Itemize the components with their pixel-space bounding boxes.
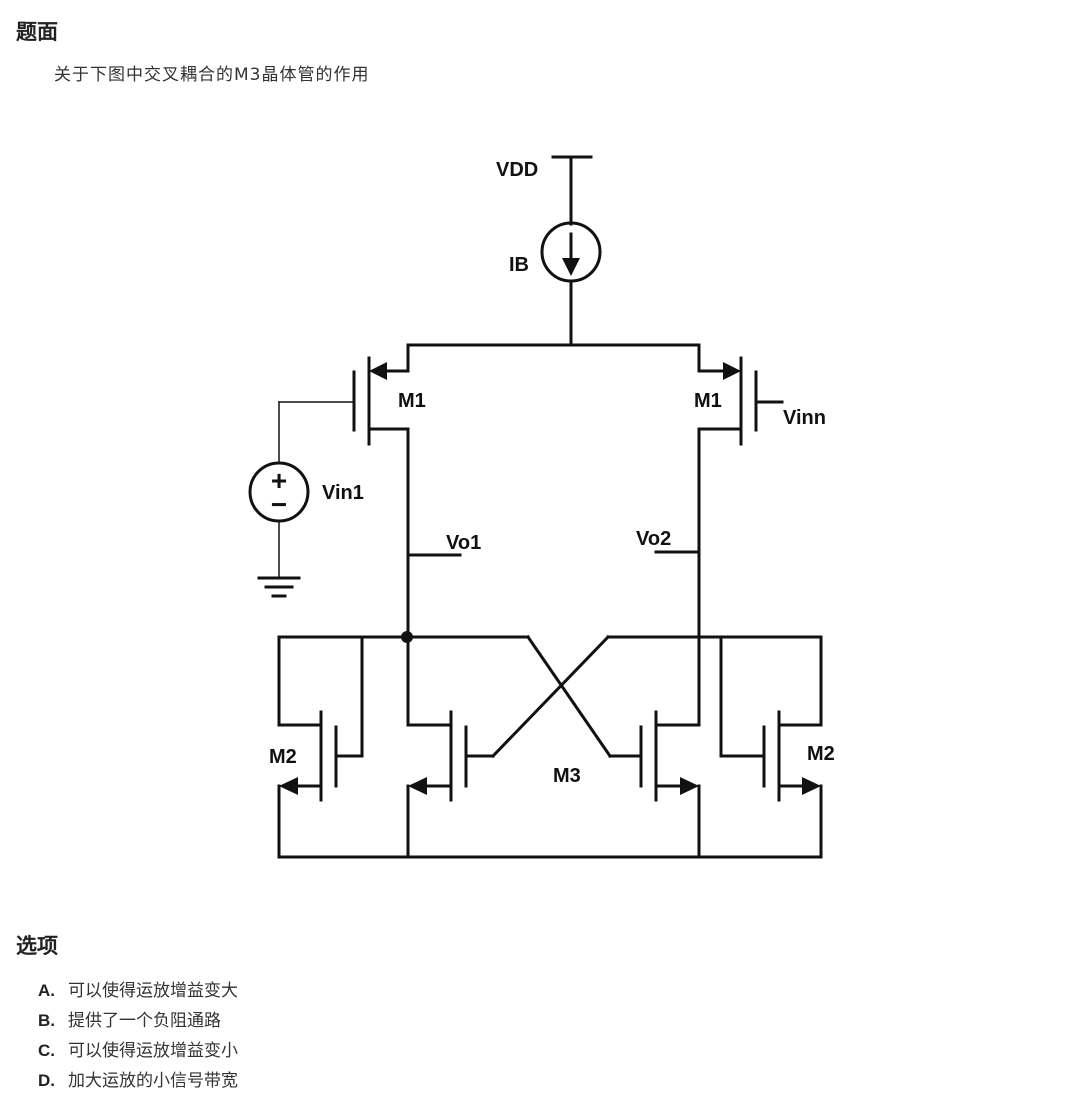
m1-right-arrow (723, 362, 741, 380)
options-heading: 选项 (16, 934, 58, 958)
ib-arrow-head (562, 258, 580, 276)
option-letter: C. (38, 1041, 55, 1060)
m2-left-arrow (279, 777, 298, 795)
label-vo1: Vo1 (446, 532, 481, 554)
label-m2-right: M2 (807, 743, 835, 765)
question-text: 关于下图中交叉耦合的M3晶体管的作用 (54, 65, 370, 85)
m2-right-arrow (802, 777, 821, 795)
vo1-node-dot (401, 631, 413, 643)
label-vo2: Vo2 (636, 528, 671, 550)
option-text: 可以使得运放增益变小 (68, 1041, 238, 1061)
m3-right-arrow (680, 777, 699, 795)
label-ib: IB (509, 254, 529, 276)
option-text: 提供了一个负阻通路 (68, 1011, 221, 1031)
options-list: A. 可以使得运放增益变大 B. 提供了一个负阻通路 C. 可以使得运放增益变小… (38, 976, 238, 1096)
question-heading: 题面 (16, 20, 58, 44)
option-a[interactable]: A. 可以使得运放增益变大 (38, 976, 238, 1006)
option-letter: B. (38, 1011, 55, 1030)
label-m1-left: M1 (398, 390, 426, 412)
label-m3: M3 (553, 765, 581, 787)
label-m2-left: M2 (269, 746, 297, 768)
option-text: 加大运放的小信号带宽 (68, 1071, 238, 1091)
option-c[interactable]: C. 可以使得运放增益变小 (38, 1036, 238, 1066)
option-text: 可以使得运放增益变大 (68, 981, 238, 1001)
m1-left-arrow (369, 362, 387, 380)
m3-cross-a (525, 634, 613, 759)
label-vinn: Vinn (783, 407, 826, 429)
option-b[interactable]: B. 提供了一个负阻通路 (38, 1006, 238, 1036)
label-vdd: VDD (496, 159, 538, 181)
m3-cross-b (490, 634, 611, 759)
vin1-minus-sign: − (271, 489, 287, 520)
m3-left-arrow (408, 777, 427, 795)
option-letter: A. (38, 981, 55, 1000)
vin1-plus-sign: + (271, 465, 287, 496)
label-vin1: Vin1 (322, 482, 364, 504)
label-m1-right: M1 (694, 390, 722, 412)
option-d[interactable]: D. 加大运放的小信号带宽 (38, 1066, 238, 1096)
option-letter: D. (38, 1071, 55, 1090)
